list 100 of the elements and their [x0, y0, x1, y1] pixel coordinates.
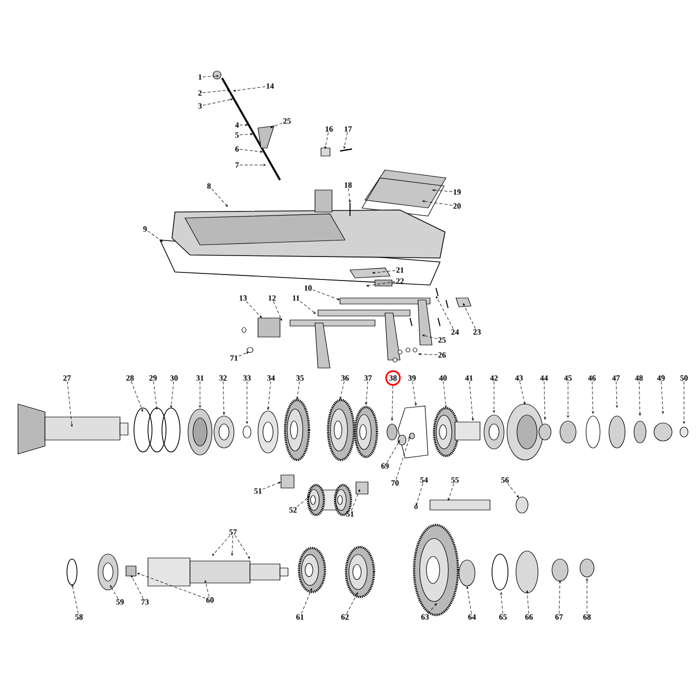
callout-number: 23 — [473, 329, 481, 335]
callout-number: 9 — [143, 226, 147, 232]
leader-line — [267, 381, 271, 410]
callout-number: 47 — [612, 375, 620, 381]
callout-number: 43 — [515, 375, 523, 381]
callout-number: 31 — [196, 375, 204, 381]
leader-line — [131, 381, 144, 412]
callout-number: 7 — [235, 162, 239, 168]
callout-number: 11 — [292, 295, 300, 301]
leader-line — [238, 352, 249, 356]
callout-number: 66 — [525, 614, 533, 620]
leader-line — [110, 585, 118, 599]
leader-line — [137, 572, 206, 599]
callout-number: 17 — [344, 126, 352, 132]
callout-number: 71 — [230, 355, 238, 361]
callout-number: 14 — [266, 83, 274, 89]
leader-line — [246, 381, 248, 424]
leader-line — [520, 381, 526, 405]
callout-number: 5 — [235, 132, 239, 138]
leader-line — [202, 89, 230, 93]
leader-line — [72, 584, 79, 614]
leader-line — [586, 578, 588, 614]
callout-number: 20 — [453, 203, 461, 209]
leader-line — [638, 381, 641, 416]
callout-number: 29 — [149, 375, 157, 381]
callout-number: 49 — [657, 375, 665, 381]
leader-line — [372, 270, 396, 274]
leader-line — [301, 588, 312, 614]
leader-line — [262, 482, 281, 490]
leader-line — [270, 122, 283, 128]
leader-line — [432, 189, 453, 192]
leader-line — [500, 592, 503, 614]
callout-number: 70 — [391, 480, 399, 486]
leader-line — [239, 124, 248, 126]
callout-number: 57 — [229, 529, 237, 535]
callout-number: 27 — [63, 375, 71, 381]
leader-line — [153, 381, 158, 410]
leader-line — [233, 86, 266, 92]
leader-line — [246, 301, 262, 318]
leader-line — [222, 381, 225, 415]
leader-line — [131, 575, 144, 599]
leader-line — [239, 149, 263, 153]
callout-number: 58 — [75, 614, 83, 620]
callout-number: 48 — [635, 375, 643, 381]
leader-line — [366, 281, 396, 287]
leader-line — [558, 580, 561, 614]
leader-line — [507, 483, 519, 498]
leader-line — [412, 381, 417, 406]
callout-number: 25 — [283, 118, 291, 124]
callout-number: 41 — [465, 375, 473, 381]
callout-number: 2 — [198, 90, 202, 96]
leader-line — [202, 75, 219, 78]
leader-line — [170, 381, 174, 408]
callout-number: 67 — [555, 614, 563, 620]
callout-number: 19 — [454, 189, 461, 195]
callout-number: 13 — [240, 295, 247, 301]
leader-line — [340, 381, 344, 400]
callout-number: 28 — [126, 375, 134, 381]
callout-number: 40 — [439, 375, 447, 381]
callout-number: 68 — [583, 614, 591, 620]
leader-line — [67, 381, 73, 427]
leader-line — [448, 483, 454, 501]
callout-number: 8 — [207, 183, 211, 189]
callout-number: 32 — [219, 375, 227, 381]
callout-number: 45 — [564, 375, 572, 381]
callout-number: 25 — [438, 337, 446, 343]
callout-number: 35 — [296, 375, 304, 381]
leader-line — [211, 188, 228, 207]
leader-line — [202, 98, 233, 106]
leader-line — [212, 535, 230, 556]
callout-number: 65 — [499, 614, 507, 620]
leader-line — [422, 200, 453, 206]
callout-number: 61 — [296, 614, 304, 620]
callout-number: 64 — [468, 614, 476, 620]
callout-number: 34 — [267, 375, 275, 381]
callout-number: 10 — [304, 285, 312, 291]
leader-line — [346, 592, 358, 614]
leader-line — [416, 483, 424, 506]
callout-number: 63 — [421, 614, 429, 620]
callout-number: 54 — [420, 477, 428, 483]
leader-line — [443, 381, 447, 408]
leader-line — [147, 230, 163, 242]
leader-line — [234, 535, 250, 559]
callout-number: 42 — [490, 375, 498, 381]
leader-line — [348, 188, 351, 203]
callout-number: 3 — [198, 103, 202, 109]
callout-number: 62 — [341, 614, 349, 620]
leader-line — [199, 381, 201, 408]
callout-number: 46 — [588, 375, 596, 381]
callout-number: 16 — [326, 126, 333, 132]
leader-line — [428, 603, 437, 614]
leader-line — [526, 590, 529, 614]
leader-line — [391, 385, 394, 421]
callout-number: 36 — [341, 375, 349, 381]
callout-number: 18 — [344, 182, 352, 188]
leader-line — [493, 381, 495, 413]
leader-line — [396, 436, 410, 480]
leader-line — [418, 353, 438, 356]
leader-line — [296, 496, 310, 507]
callout-number: 44 — [540, 375, 548, 381]
